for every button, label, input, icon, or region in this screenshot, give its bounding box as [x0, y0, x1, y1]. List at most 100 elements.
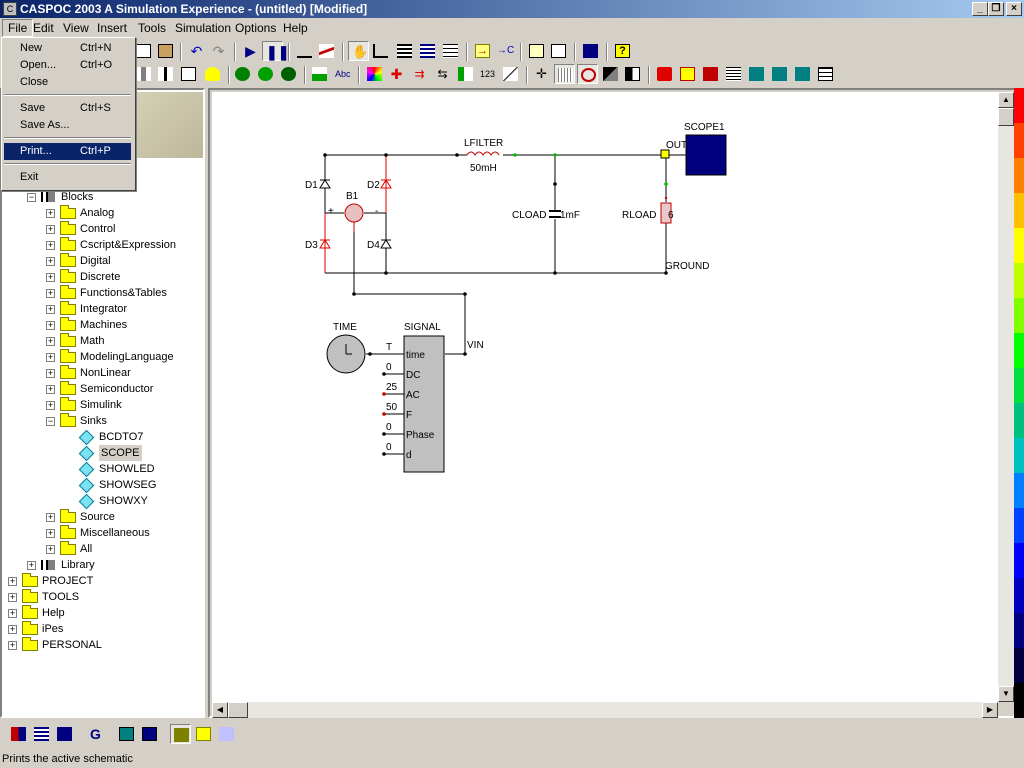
- tree-folder-discrete[interactable]: Discrete: [80, 271, 121, 283]
- clock-button[interactable]: [577, 64, 598, 84]
- tree-folder-all[interactable]: All: [80, 543, 93, 555]
- expand-toggle[interactable]: +: [46, 256, 55, 266]
- app-icon[interactable]: C: [3, 2, 17, 16]
- color-swatch[interactable]: [1014, 88, 1024, 123]
- port-c-button[interactable]: →C: [497, 45, 515, 56]
- tree-folder-control[interactable]: Control: [80, 223, 116, 235]
- select-hand-button[interactable]: ✋: [348, 41, 369, 61]
- text-tool-button[interactable]: Abc: [335, 69, 351, 79]
- diode-d4[interactable]: [380, 239, 392, 249]
- tree-block-scope[interactable]: SCOPE: [99, 445, 142, 461]
- capacitor-cload[interactable]: [549, 210, 561, 218]
- color-swatch[interactable]: [1014, 123, 1024, 158]
- scope-connector[interactable]: [660, 149, 670, 159]
- tree-folder-cscriptexpression[interactable]: Cscript&Expression: [80, 239, 176, 251]
- cascade-button[interactable]: [139, 724, 160, 744]
- tree-block-showseg[interactable]: SHOWSEG: [99, 479, 157, 491]
- expand-toggle[interactable]: +: [8, 592, 17, 602]
- contrast-button[interactable]: [622, 64, 643, 84]
- menu-item-open[interactable]: Open...Ctrl+O: [20, 59, 113, 71]
- undo-button[interactable]: ↶: [190, 43, 203, 59]
- menu-edit[interactable]: Edit: [33, 21, 54, 35]
- paste-button[interactable]: [155, 41, 176, 61]
- close-button[interactable]: ×: [1006, 2, 1022, 16]
- zoom-out-button[interactable]: [700, 64, 721, 84]
- tree-block-bcdto7[interactable]: BCDTO7: [99, 431, 144, 443]
- crosshair-button[interactable]: ✛: [536, 66, 547, 81]
- tree-folder-machines[interactable]: Machines: [80, 319, 128, 331]
- menu-item-exit[interactable]: Exit: [20, 171, 39, 183]
- diode-d2[interactable]: [380, 155, 392, 213]
- color-swatch[interactable]: [1014, 578, 1024, 613]
- tree-folder-sinks[interactable]: Sinks: [80, 415, 107, 427]
- expand-toggle[interactable]: +: [46, 208, 55, 218]
- tree-folder-simulink[interactable]: Simulink: [80, 399, 122, 411]
- menu-file[interactable]: File: [2, 19, 34, 37]
- menu-simulation[interactable]: Simulation: [175, 21, 232, 35]
- tree-folder-miscellaneous[interactable]: Miscellaneous: [80, 527, 150, 539]
- folder-view-button[interactable]: [193, 724, 214, 744]
- expand-toggle[interactable]: −: [27, 192, 36, 202]
- color-swatch[interactable]: [1014, 473, 1024, 508]
- switch-button[interactable]: [178, 64, 199, 84]
- zoom-in-button[interactable]: [677, 64, 698, 84]
- port-in-button[interactable]: →: [475, 44, 490, 58]
- expand-toggle[interactable]: +: [46, 240, 55, 250]
- tree-folder-source[interactable]: Source: [80, 511, 115, 523]
- voltage-source-b1[interactable]: [344, 203, 364, 223]
- color-swatch[interactable]: [1014, 508, 1024, 543]
- capacitor-button[interactable]: [155, 64, 176, 84]
- expand-toggle[interactable]: +: [46, 320, 55, 330]
- diode-d1[interactable]: [319, 179, 331, 189]
- color-swatch[interactable]: [1014, 648, 1024, 683]
- refresh-button[interactable]: G: [90, 726, 101, 742]
- expand-toggle[interactable]: +: [46, 544, 55, 554]
- globe-link-button[interactable]: [255, 64, 276, 84]
- tree-folder-nonlinear[interactable]: NonLinear: [80, 367, 131, 379]
- scroll-left-button[interactable]: ◀: [212, 702, 228, 718]
- resistor-button[interactable]: [133, 64, 154, 84]
- menu-options[interactable]: Options: [235, 21, 277, 35]
- menu-item-print[interactable]: Print...Ctrl+P: [4, 143, 131, 160]
- copy-button[interactable]: [133, 41, 154, 61]
- wire-tool-button[interactable]: [294, 41, 315, 61]
- help-button[interactable]: ?: [612, 41, 633, 61]
- probe-button[interactable]: [455, 64, 476, 84]
- line-tool-button[interactable]: [316, 41, 337, 61]
- expand-toggle[interactable]: +: [8, 576, 17, 586]
- vertical-scrollbar[interactable]: ▲ ▼: [998, 92, 1014, 702]
- tree-view-button[interactable]: [31, 724, 52, 744]
- globe-button[interactable]: [232, 64, 253, 84]
- edit-view-button[interactable]: [216, 724, 237, 744]
- minimize-button[interactable]: _: [972, 2, 988, 16]
- tree-folder-help[interactable]: Help: [42, 607, 65, 619]
- tree-folder-personal[interactable]: PERSONAL: [42, 639, 102, 651]
- color-swatch[interactable]: [1014, 683, 1024, 718]
- menu-item-close[interactable]: Close: [20, 76, 49, 88]
- tile-button[interactable]: [116, 724, 137, 744]
- tree-item-blocks[interactable]: Blocks: [61, 191, 94, 203]
- horizontal-scrollbar[interactable]: ◀ ▶: [212, 702, 998, 718]
- menu-tools[interactable]: Tools: [138, 21, 167, 35]
- plot-tool-button[interactable]: [370, 41, 391, 61]
- expand-toggle[interactable]: −: [46, 416, 55, 426]
- expand-toggle[interactable]: +: [46, 224, 55, 234]
- picture-view-button[interactable]: [170, 724, 191, 744]
- color-swatch[interactable]: [1014, 263, 1024, 298]
- library-view-button[interactable]: [8, 724, 29, 744]
- block-c-button[interactable]: [792, 64, 813, 84]
- tree-item-library[interactable]: Library: [61, 559, 95, 571]
- arrow-right-button[interactable]: ⇉: [414, 67, 425, 81]
- color-swatch[interactable]: [1014, 333, 1024, 368]
- run-simulation-button[interactable]: ▶: [245, 43, 256, 59]
- fill-color-button[interactable]: [600, 64, 621, 84]
- lamp-button[interactable]: [202, 64, 223, 84]
- color-swatch[interactable]: [1014, 228, 1024, 263]
- tree-block-showled[interactable]: SHOWLED: [99, 463, 155, 475]
- zoom-fit-button[interactable]: [654, 64, 675, 84]
- expand-toggle[interactable]: +: [8, 608, 17, 618]
- expand-toggle[interactable]: +: [46, 384, 55, 394]
- parameter-list-button[interactable]: [417, 41, 438, 61]
- expand-toggle[interactable]: +: [8, 640, 17, 650]
